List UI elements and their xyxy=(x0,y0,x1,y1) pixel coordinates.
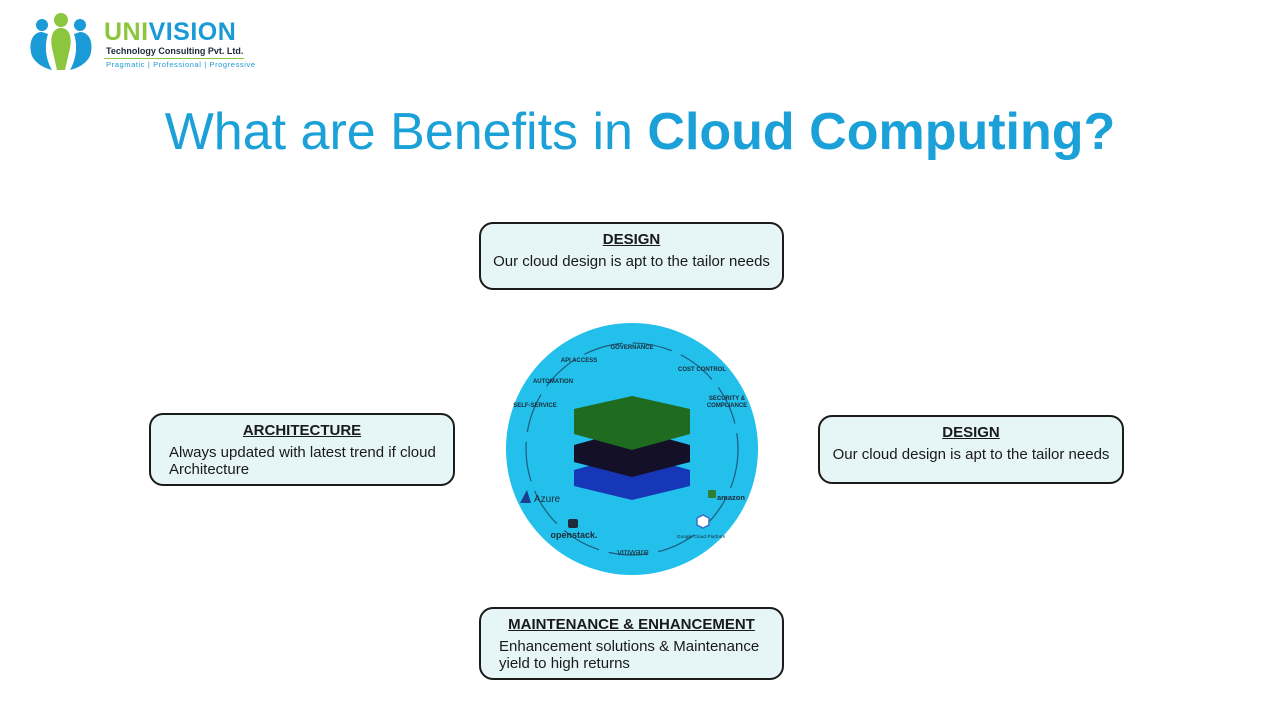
ring-label-governance: GOVERNANCE xyxy=(610,345,653,351)
cloud-hub-graphic: GOVERNANCE API ACCESS COST CONTROL AUTOM… xyxy=(506,323,758,575)
google-cloud-logo: Google Cloud Platform xyxy=(677,514,726,540)
logo-wordmark-uni: UNI xyxy=(104,18,149,46)
card-body: Our cloud design is apt to the tailor ne… xyxy=(493,253,770,270)
vendor-amazon: amazon xyxy=(717,493,745,502)
vendor-openstack: openstack. xyxy=(550,530,597,540)
vendor-vmware: vmware xyxy=(617,547,649,557)
logo-divider xyxy=(104,58,244,59)
card-body: Enhancement solutions & Maintenance yiel… xyxy=(499,638,760,672)
page-title: What are Benefits in Cloud Computing? xyxy=(0,102,1280,162)
page-title-bold: Cloud Computing? xyxy=(647,103,1116,161)
vendor-azure: Azure xyxy=(534,494,561,505)
card-heading: DESIGN xyxy=(942,424,1000,441)
layer-top xyxy=(574,396,690,450)
azure-icon xyxy=(520,490,531,503)
card-body: Always updated with latest trend if clou… xyxy=(169,444,436,478)
openstack-icon xyxy=(568,519,578,528)
aws-icon xyxy=(708,490,716,498)
ring-label-security-2: COMPLIANCE xyxy=(707,403,747,409)
amazon-logo: amazon xyxy=(708,490,745,502)
card-heading: DESIGN xyxy=(602,231,661,248)
ring-label-self-service: SELF-SERVICE xyxy=(513,403,557,409)
card-body: Our cloud design is apt to the tailor ne… xyxy=(832,446,1110,463)
card-design-right: DESIGN Our cloud design is apt to the ta… xyxy=(818,415,1124,484)
vendor-google-cloud: Google Cloud Platform xyxy=(677,534,726,540)
card-heading: ARCHITECTURE xyxy=(242,422,362,439)
people-logo-icon xyxy=(30,13,92,70)
ring-label-cost-control: COST CONTROL xyxy=(678,367,726,373)
card-design-top: DESIGN Our cloud design is apt to the ta… xyxy=(479,222,784,290)
ring-label-automation: AUTOMATION xyxy=(533,379,573,385)
openstack-logo: openstack. xyxy=(550,519,598,540)
hub-ring xyxy=(525,342,739,556)
google-cloud-icon xyxy=(696,514,710,529)
logo-wordmark: UNIVISION xyxy=(104,18,236,46)
logo-wordmark-vision: VISION xyxy=(148,18,237,46)
company-logo: UNIVISION Technology Consulting Pvt. Ltd… xyxy=(28,12,258,76)
card-maintenance: MAINTENANCE & ENHANCEMENT Enhancement so… xyxy=(479,607,784,680)
card-heading: MAINTENANCE & ENHANCEMENT xyxy=(508,616,755,633)
logo-tagline: Pragmatic | Professional | Progressive xyxy=(106,60,256,69)
page-title-light: What are Benefits in xyxy=(164,103,648,161)
ring-label-api-access: API ACCESS xyxy=(561,358,597,364)
ring-label-security-1: SECURITY & xyxy=(709,396,746,402)
cloud-hub-diagram: GOVERNANCE API ACCESS COST CONTROL AUTOM… xyxy=(505,322,759,576)
card-architecture: ARCHITECTURE Always updated with latest … xyxy=(149,413,455,486)
stack-layers-icon xyxy=(574,396,690,500)
azure-logo: Azure xyxy=(520,490,561,505)
logo-subtitle: Technology Consulting Pvt. Ltd. xyxy=(106,46,244,56)
